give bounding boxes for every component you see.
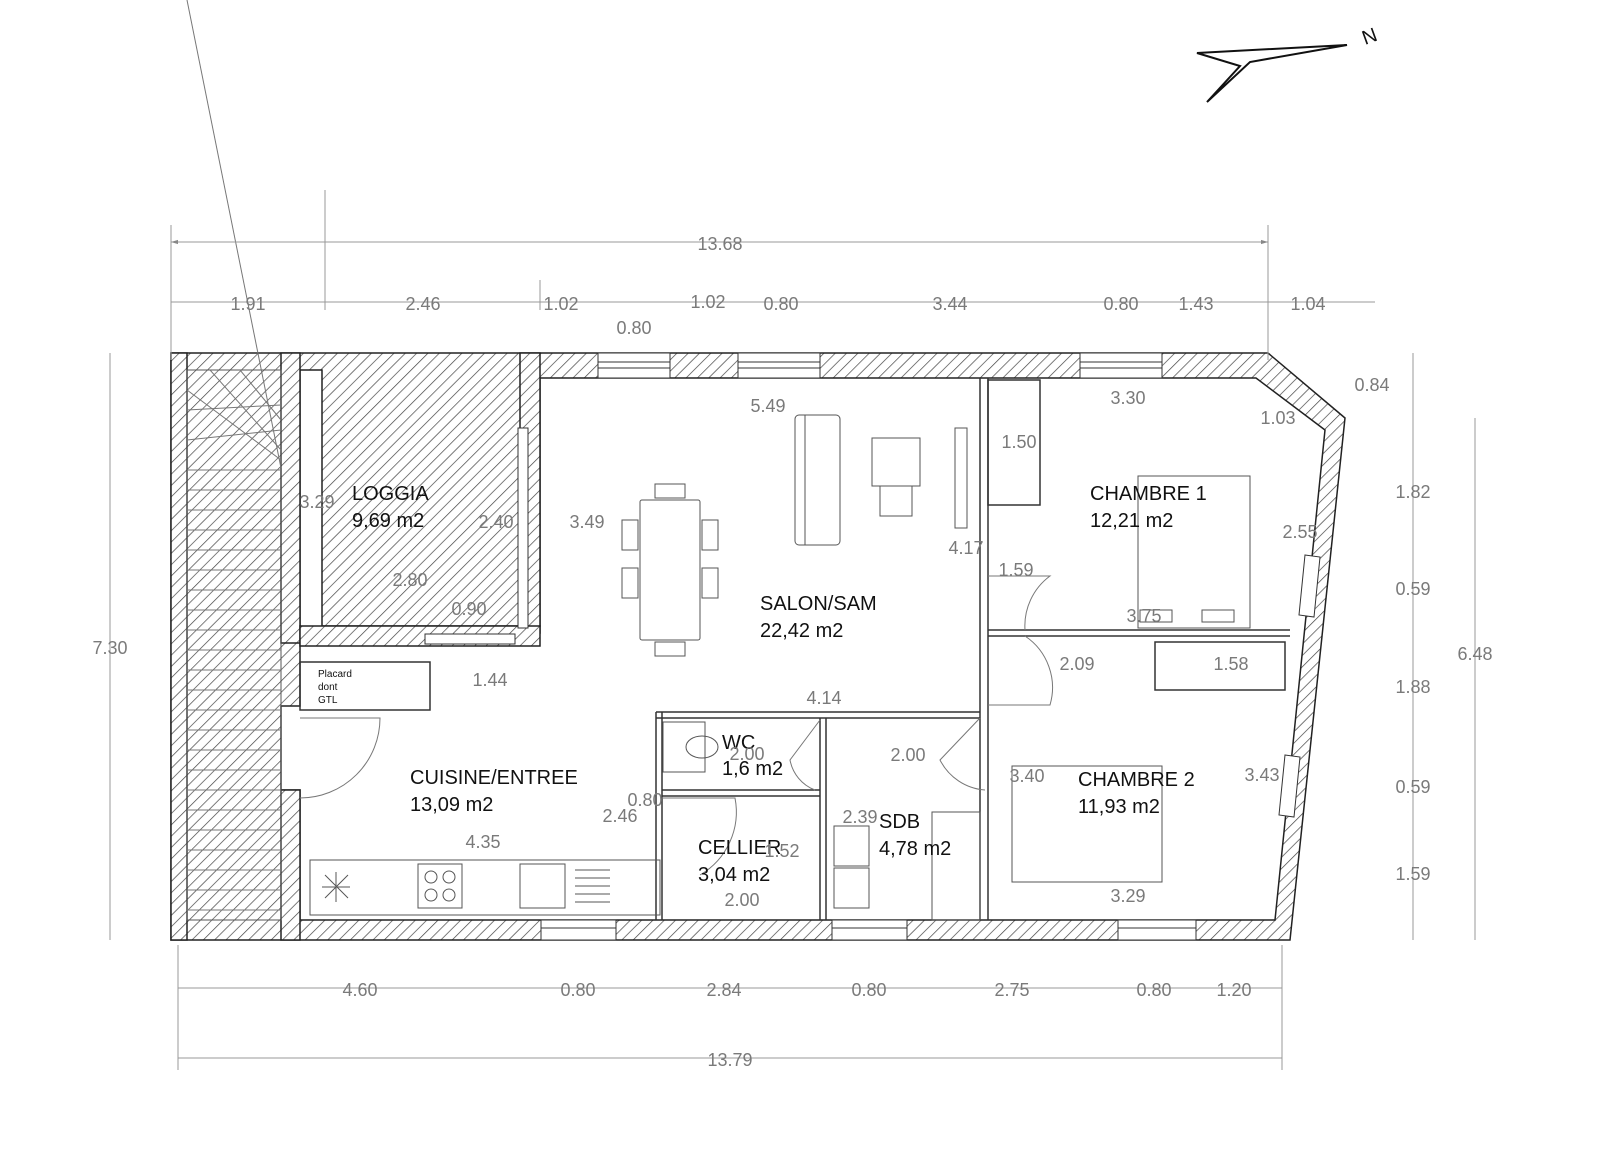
dim-loggia-window: 2.40 [478, 512, 513, 532]
chambre1-area: 12,21 m2 [1090, 510, 1173, 532]
salon-area: 22,42 m2 [760, 620, 843, 642]
dim-loggia-width: 2.80 [392, 570, 427, 590]
dim-sdb-height: 2.39 [842, 807, 877, 827]
cellier-name: CELLIER [698, 837, 781, 859]
chambre1-name: CHAMBRE 1 [1090, 483, 1207, 505]
dim-ch2-width: 3.29 [1110, 886, 1145, 906]
dim-ch1-diag: 1.03 [1260, 408, 1295, 428]
exterior-walls [170, 352, 1346, 941]
loggia-area: 9,69 m2 [352, 510, 424, 532]
dimension-values: 13.68 1.91 2.46 1.02 0.80 1.02 0.80 3.44… [92, 234, 1492, 1070]
dim-cellier-height: 1.52 [764, 841, 799, 861]
dim-top-5: 1.02 [690, 292, 725, 312]
doors [299, 575, 1053, 876]
wc-name: WC [722, 732, 755, 754]
dim-hall-door: 1.59 [998, 560, 1033, 580]
dim-right-3: 0.59 [1395, 579, 1430, 599]
cuisine-name: CUISINE/ENTREE [410, 767, 578, 789]
chambre2-name: CHAMBRE 2 [1078, 769, 1195, 791]
dim-ch1-closet: 1.50 [1001, 432, 1036, 452]
sdb-name: SDB [879, 811, 920, 833]
dim-hall-width: 2.09 [1059, 654, 1094, 674]
dim-wc-width: 2.00 [729, 744, 764, 764]
dim-ch1-bottom: 3.75 [1126, 606, 1161, 626]
dim-ch2-side: 3.43 [1244, 765, 1279, 785]
wc-area: 1,6 m2 [722, 758, 783, 780]
dim-closet2-width: 1.58 [1213, 654, 1248, 674]
dim-top-8: 0.80 [1103, 294, 1138, 314]
dim-right-2: 1.82 [1395, 482, 1430, 502]
dim-salon-lower-width: 4.14 [806, 688, 841, 708]
dim-top-9: 1.43 [1178, 294, 1213, 314]
dim-bottom-3: 2.84 [706, 980, 741, 1000]
dim-bottom-1: 4.60 [342, 980, 377, 1000]
dim-bottom-7: 1.20 [1216, 980, 1251, 1000]
sdb-area: 4,78 m2 [879, 838, 951, 860]
windows [424, 352, 1321, 941]
dim-right-5: 0.59 [1395, 777, 1430, 797]
dim-bottom-6: 0.80 [1136, 980, 1171, 1000]
loggia-name: LOGGIA [352, 483, 429, 505]
room-labels: LOGGIA 9,69 m2 SALON/SAM 22,42 m2 CHAMBR… [318, 483, 1207, 886]
dim-ch2-height: 3.40 [1009, 766, 1044, 786]
dim-top-6: 0.80 [763, 294, 798, 314]
dim-top-2: 2.46 [405, 294, 440, 314]
dimension-lines [109, 190, 1476, 1070]
dim-top-10: 1.04 [1290, 294, 1325, 314]
chambre2-area: 11,93 m2 [1078, 796, 1160, 818]
dim-loggia-height: 3.29 [299, 492, 334, 512]
dim-ch1-side: 2.55 [1282, 522, 1317, 542]
dim-cellier-door: 0.80 [627, 790, 662, 810]
dim-salon-height: 3.49 [569, 512, 604, 532]
dim-top-7: 3.44 [932, 294, 967, 314]
dim-kitchen-width: 4.35 [465, 832, 500, 852]
placard-line3: GTL [318, 695, 338, 706]
dim-placard-width: 1.44 [472, 670, 507, 690]
dim-top-3: 1.02 [543, 294, 578, 314]
dim-ch1-width: 3.30 [1110, 388, 1145, 408]
dim-right-4: 1.88 [1395, 677, 1430, 697]
dim-right-1: 0.84 [1354, 375, 1389, 395]
dim-bottom-4: 0.80 [851, 980, 886, 1000]
furniture [309, 414, 1251, 921]
salon-name: SALON/SAM [760, 593, 877, 615]
dim-top-total: 13.68 [697, 234, 742, 254]
north-label: N [1359, 24, 1380, 50]
north-arrow-icon: N [1196, 24, 1380, 103]
cuisine-area: 13,09 m2 [410, 794, 493, 816]
dim-bottom-5: 2.75 [994, 980, 1029, 1000]
staircase [186, 0, 282, 921]
dim-right-total: 6.48 [1457, 644, 1492, 664]
cellier-area: 3,04 m2 [698, 864, 770, 886]
dim-kitchen-height: 2.46 [602, 806, 637, 826]
dim-top-4: 0.80 [616, 318, 651, 338]
placard-line2: dont [318, 682, 338, 693]
dim-bottom-2: 0.80 [560, 980, 595, 1000]
dim-sdb-width: 2.00 [890, 745, 925, 765]
dim-right-6: 1.59 [1395, 864, 1430, 884]
dim-loggia-door: 0.90 [451, 599, 486, 619]
dim-top-1: 1.91 [230, 294, 265, 314]
dim-salon-depth: 4.17 [948, 538, 983, 558]
dim-left-total: 7.30 [92, 638, 127, 658]
dim-bottom-total: 13.79 [707, 1050, 752, 1070]
dim-cellier-width: 2.00 [724, 890, 759, 910]
placard-line1: Placard [318, 669, 352, 680]
dim-salon-width: 5.49 [750, 396, 785, 416]
